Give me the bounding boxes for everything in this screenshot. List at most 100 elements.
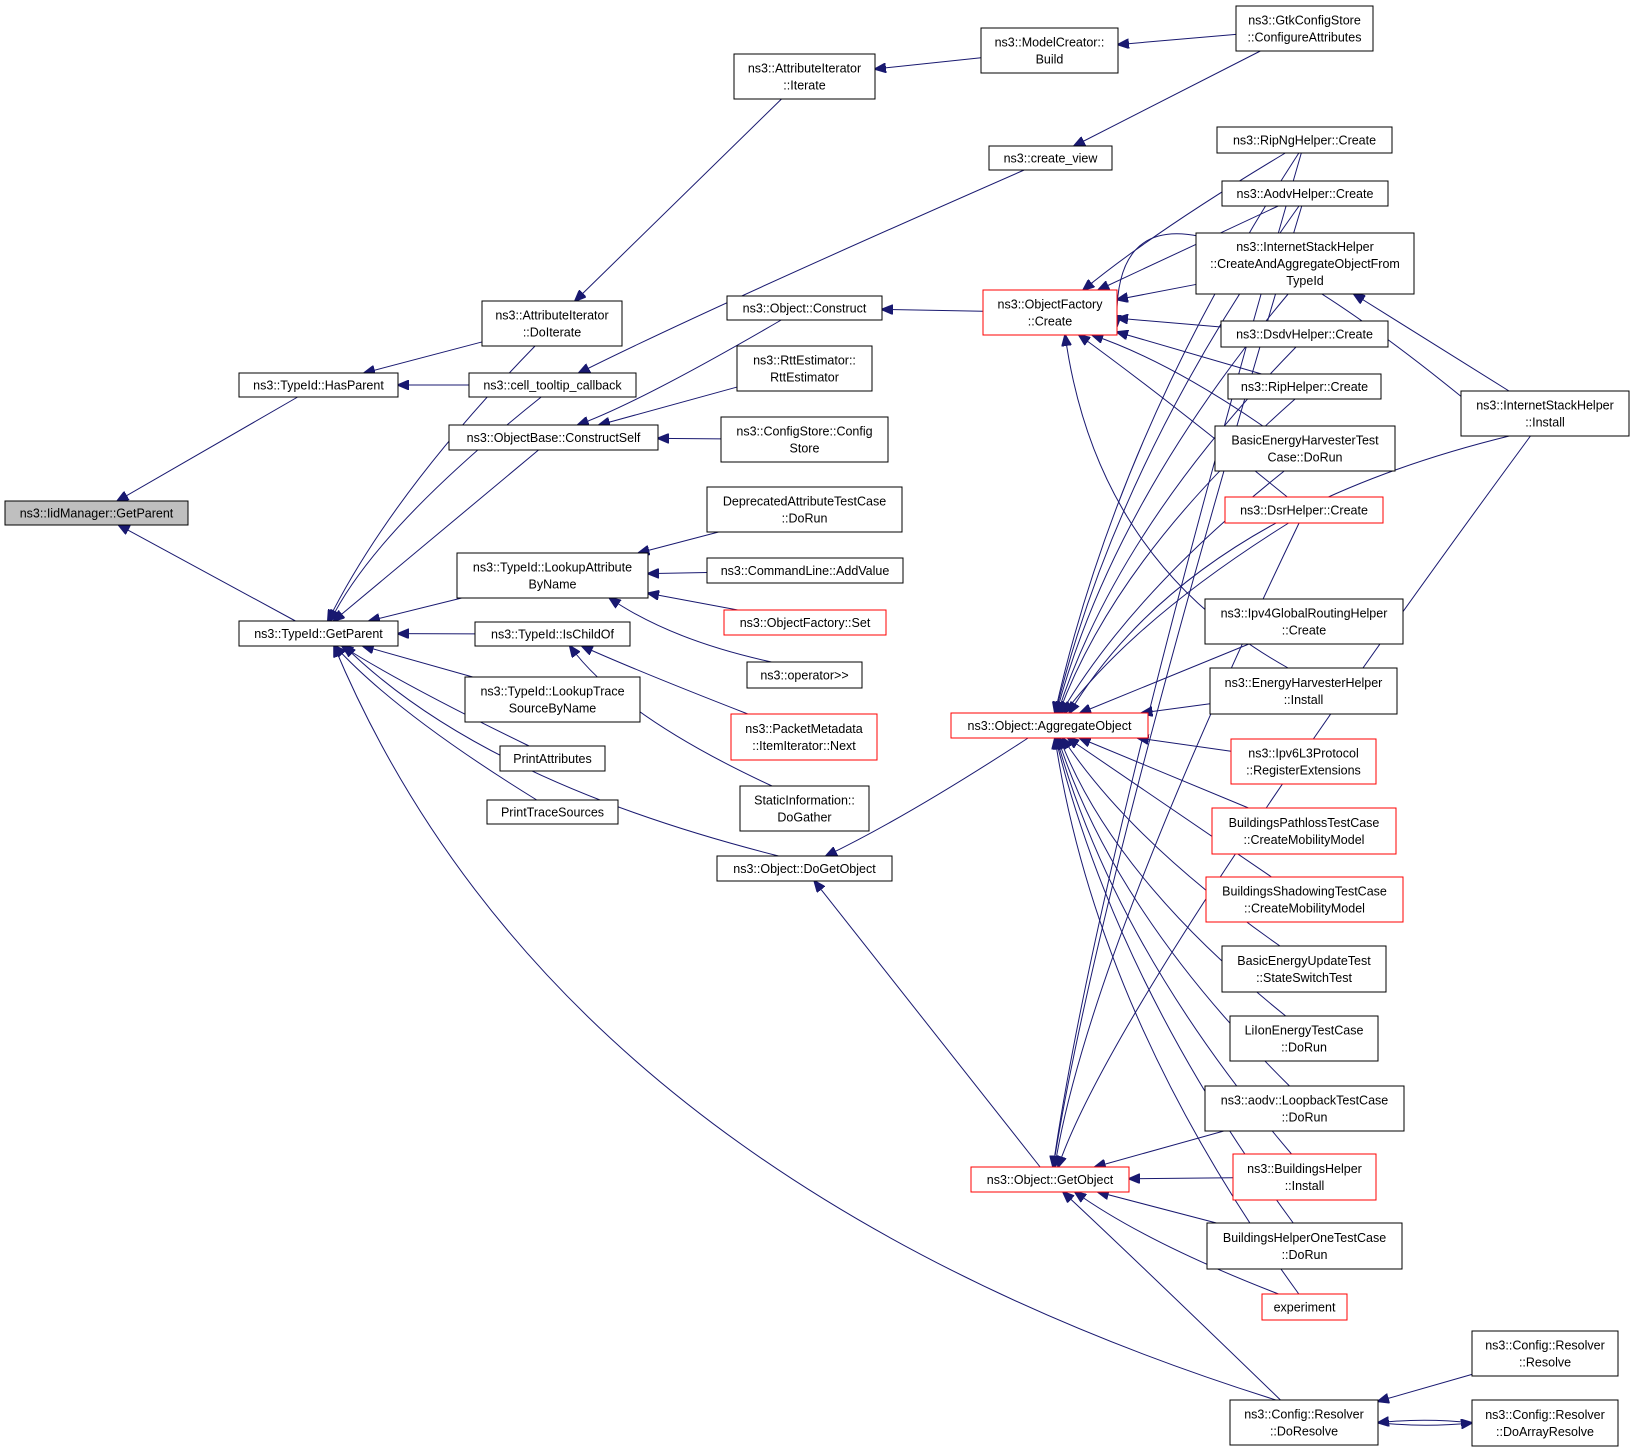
node-printAttributes[interactable]: PrintAttributes (499, 745, 606, 772)
node-box-buildingsPathloss[interactable] (1211, 807, 1397, 855)
node-box-liIon[interactable] (1229, 1015, 1379, 1062)
node-ripH[interactable]: ns3::RipHelper::Create (1227, 373, 1382, 400)
node-box-createView[interactable] (988, 145, 1113, 171)
node-createView[interactable]: ns3::create_view (988, 145, 1113, 171)
node-box-cmdAdd[interactable] (706, 557, 904, 584)
node-box-doGetObject[interactable] (716, 855, 893, 882)
node-box-aggregate[interactable] (950, 712, 1149, 739)
node-getParent[interactable]: ns3::TypeId::GetParent (238, 620, 399, 647)
node-modelCreator[interactable]: ns3::ModelCreator::Build (980, 27, 1119, 74)
node-printTrace[interactable]: PrintTraceSources (486, 799, 619, 825)
node-aggregate[interactable]: ns3::Object::AggregateObject (950, 712, 1149, 739)
node-cfgArray[interactable]: ns3::Config::Resolver::DoArrayResolve (1471, 1399, 1619, 1447)
node-box-lookupAttr[interactable] (456, 552, 649, 599)
node-attrDoIterate[interactable]: ns3::AttributeIterator::DoIterate (481, 300, 623, 347)
node-box-attrIterate[interactable] (733, 53, 876, 100)
node-box-ripNg[interactable] (1216, 126, 1393, 154)
node-box-internetInstall[interactable] (1460, 390, 1630, 437)
node-buildingsShadow[interactable]: BuildingsShadowingTestCase::CreateMobili… (1205, 876, 1404, 923)
node-getObject[interactable]: ns3::Object::GetObject (970, 1166, 1130, 1193)
node-box-cellTooltip[interactable] (468, 372, 637, 398)
node-box-internetCreate[interactable] (1195, 232, 1415, 295)
node-box-objConstruct[interactable] (726, 295, 883, 321)
node-box-attrDoIterate[interactable] (481, 300, 623, 347)
node-box-packetMeta[interactable] (730, 713, 878, 761)
node-box-basicUpdate[interactable] (1221, 945, 1387, 993)
node-box-printAttributes[interactable] (499, 745, 606, 772)
node-ripNg[interactable]: ns3::RipNgHelper::Create (1216, 126, 1393, 154)
node-cmdAdd[interactable]: ns3::CommandLine::AddValue (706, 557, 904, 584)
node-staticInfo[interactable]: StaticInformation::DoGather (739, 785, 870, 832)
node-box-aodvLoopback[interactable] (1204, 1085, 1405, 1132)
node-box-buildingsOne[interactable] (1206, 1222, 1403, 1270)
node-box-configStore[interactable] (720, 416, 889, 463)
node-box-energyHarvester[interactable] (1209, 667, 1398, 715)
node-box-constructSelf[interactable] (448, 424, 659, 451)
node-box-getParent[interactable] (238, 620, 399, 647)
node-constructSelf[interactable]: ns3::ObjectBase::ConstructSelf (448, 424, 659, 451)
node-energyHarvester[interactable]: ns3::EnergyHarvesterHelper::Install (1209, 667, 1398, 715)
node-box-ipv4Global[interactable] (1204, 598, 1404, 645)
node-box-ipv6L3[interactable] (1230, 738, 1377, 785)
node-internetInstall[interactable]: ns3::InternetStackHelper::Install (1460, 390, 1630, 437)
node-box-experiment[interactable] (1261, 1293, 1348, 1321)
node-box-cfgArray[interactable] (1471, 1399, 1619, 1447)
node-box-hasParent[interactable] (238, 372, 399, 398)
node-buildingsHelper[interactable]: ns3::BuildingsHelper::Install (1232, 1153, 1377, 1201)
node-packetMeta[interactable]: ns3::PacketMetadata::ItemIterator::Next (730, 713, 878, 761)
node-gtkConfig[interactable]: ns3::GtkConfigStore::ConfigureAttributes (1235, 5, 1374, 52)
node-isChildOf[interactable]: ns3::TypeId::IsChildOf (474, 621, 631, 647)
node-cfgDoResolve[interactable]: ns3::Config::Resolver::DoResolve (1229, 1399, 1379, 1446)
node-ipv4Global[interactable]: ns3::Ipv4GlobalRoutingHelper::Create (1204, 598, 1404, 645)
node-deprecated[interactable]: DeprecatedAttributeTestCase::DoRun (706, 486, 903, 533)
node-experiment[interactable]: experiment (1261, 1293, 1348, 1321)
node-box-cfgDoResolve[interactable] (1229, 1399, 1379, 1446)
node-ipv6L3[interactable]: ns3::Ipv6L3Protocol::RegisterExtensions (1230, 738, 1377, 785)
node-configStore[interactable]: ns3::ConfigStore::ConfigStore (720, 416, 889, 463)
node-box-printTrace[interactable] (486, 799, 619, 825)
node-box-rttEst[interactable] (736, 345, 873, 392)
node-operatorIn[interactable]: ns3::operator>> (746, 661, 863, 689)
node-aodvH[interactable]: ns3::AodvHelper::Create (1221, 180, 1389, 207)
node-box-iid[interactable] (4, 500, 189, 526)
node-dsdv[interactable]: ns3::DsdvHelper::Create (1220, 320, 1389, 348)
node-internetCreate[interactable]: ns3::InternetStackHelper::CreateAndAggre… (1195, 232, 1415, 295)
node-box-basicHarvester[interactable] (1214, 425, 1396, 472)
node-box-buildingsHelper[interactable] (1232, 1153, 1377, 1201)
node-buildingsPathloss[interactable]: BuildingsPathlossTestCase::CreateMobilit… (1211, 807, 1397, 855)
node-box-aodvH[interactable] (1221, 180, 1389, 207)
node-box-getObject[interactable] (970, 1166, 1130, 1193)
node-box-deprecated[interactable] (706, 486, 903, 533)
node-objFactoryCreate[interactable]: ns3::ObjectFactory::Create (982, 289, 1118, 336)
node-attrIterate[interactable]: ns3::AttributeIterator::Iterate (733, 53, 876, 100)
node-box-buildingsShadow[interactable] (1205, 876, 1404, 923)
node-box-staticInfo[interactable] (739, 785, 870, 832)
node-dsr[interactable]: ns3::DsrHelper::Create (1224, 496, 1384, 524)
node-iid[interactable]: ns3::IidManager::GetParent (4, 500, 189, 526)
node-box-dsr[interactable] (1224, 496, 1384, 524)
node-basicUpdate[interactable]: BasicEnergyUpdateTest::StateSwitchTest (1221, 945, 1387, 993)
node-doGetObject[interactable]: ns3::Object::DoGetObject (716, 855, 893, 882)
node-box-isChildOf[interactable] (474, 621, 631, 647)
node-liIon[interactable]: LiIonEnergyTestCase::DoRun (1229, 1015, 1379, 1062)
node-box-operatorIn[interactable] (746, 661, 863, 689)
node-cellTooltip[interactable]: ns3::cell_tooltip_callback (468, 372, 637, 398)
node-buildingsOne[interactable]: BuildingsHelperOneTestCase::DoRun (1206, 1222, 1403, 1270)
node-rttEst[interactable]: ns3::RttEstimator::RttEstimator (736, 345, 873, 392)
node-box-objFactorySet[interactable] (723, 609, 887, 636)
node-objConstruct[interactable]: ns3::Object::Construct (726, 295, 883, 321)
node-hasParent[interactable]: ns3::TypeId::HasParent (238, 372, 399, 398)
node-box-modelCreator[interactable] (980, 27, 1119, 74)
node-box-objFactoryCreate[interactable] (982, 289, 1118, 336)
node-objFactorySet[interactable]: ns3::ObjectFactory::Set (723, 609, 887, 636)
node-cfgResolve[interactable]: ns3::Config::Resolver::Resolve (1471, 1330, 1619, 1377)
node-box-lookupTrace[interactable] (464, 676, 641, 723)
node-box-dsdv[interactable] (1220, 320, 1389, 348)
node-box-cfgResolve[interactable] (1471, 1330, 1619, 1377)
node-aodvLoopback[interactable]: ns3::aodv::LoopbackTestCase::DoRun (1204, 1085, 1405, 1132)
node-box-gtkConfig[interactable] (1235, 5, 1374, 52)
node-box-ripH[interactable] (1227, 373, 1382, 400)
